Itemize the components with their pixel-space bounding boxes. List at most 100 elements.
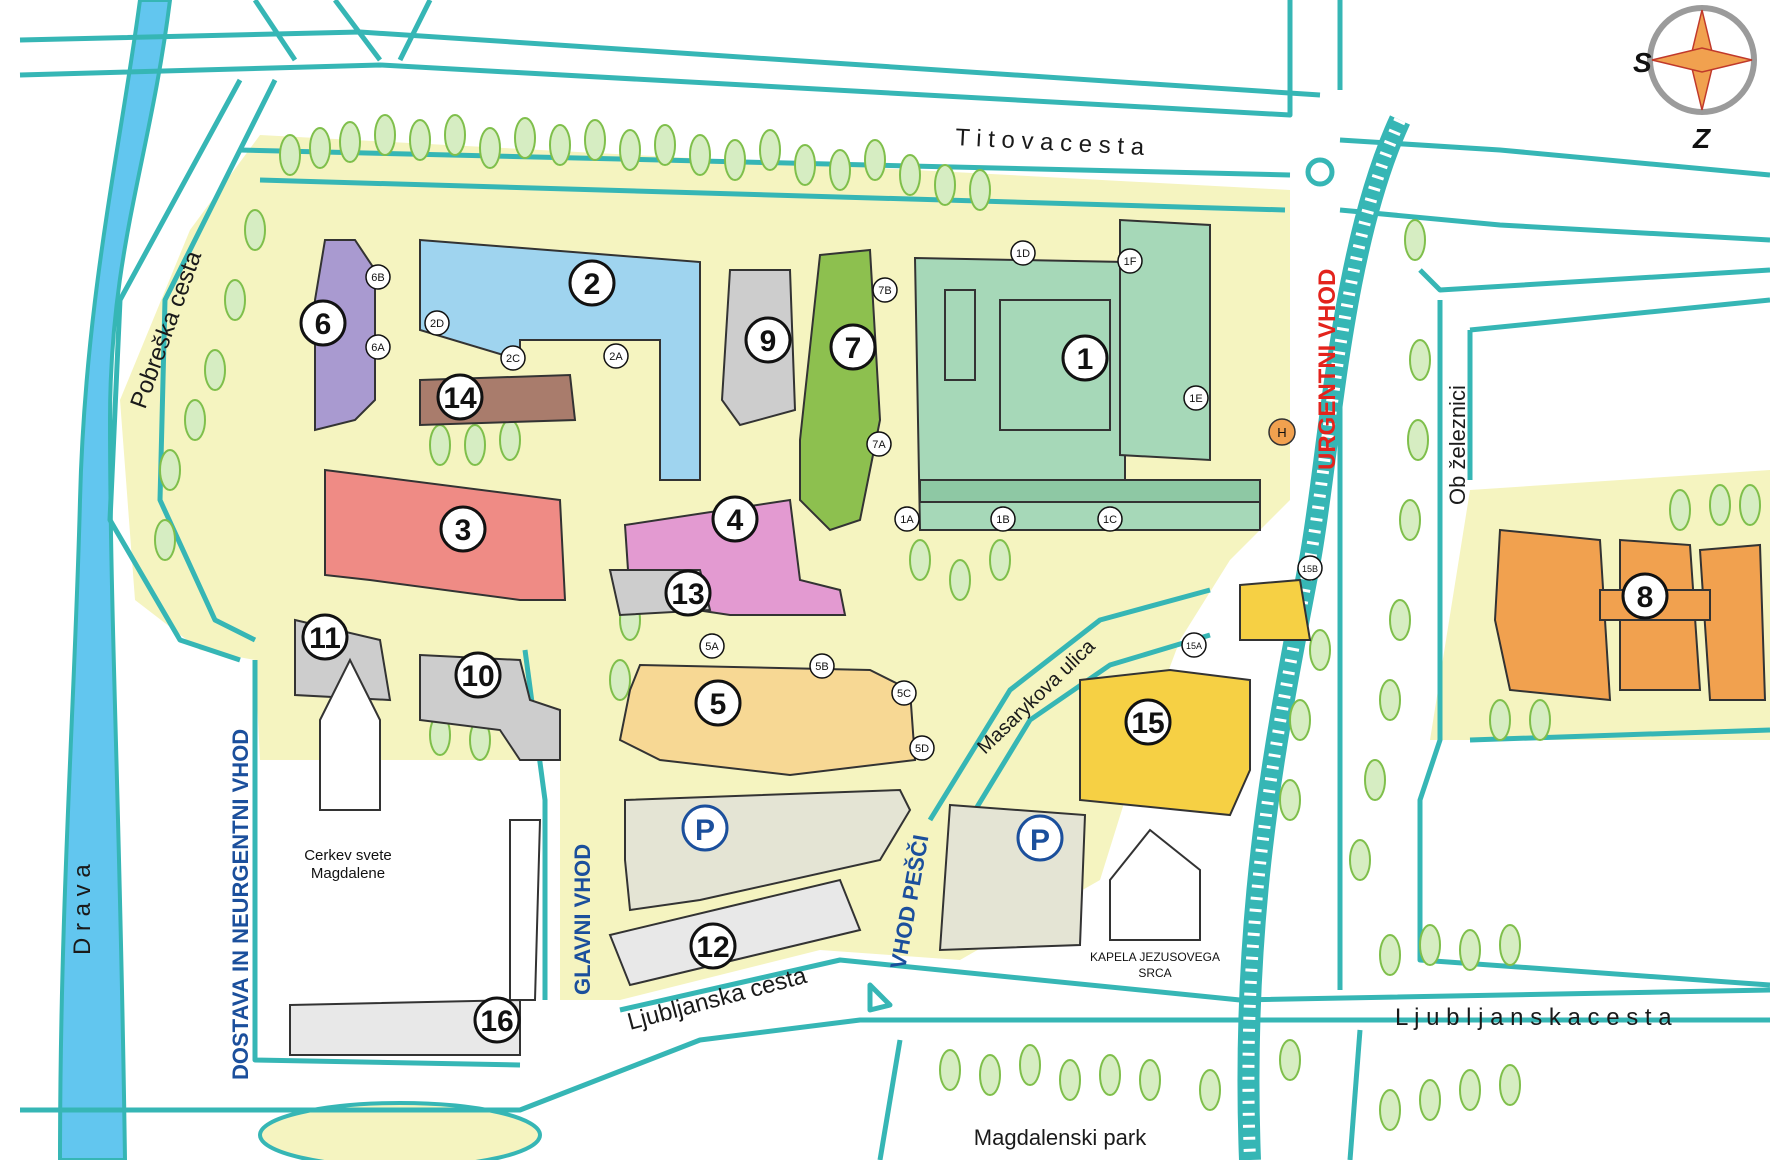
building-number-16[interactable]: 16: [473, 996, 521, 1044]
sub-label-text: 5B: [815, 661, 828, 673]
building-12[interactable]: [608, 878, 862, 987]
sub-label-text: 7A: [872, 439, 886, 451]
building-number-label: 12: [696, 931, 729, 964]
chapel-jezusovega-srca: [1109, 828, 1201, 941]
compass: S Z: [1633, 5, 1757, 154]
sub-label-text: 2D: [430, 318, 444, 330]
sub-label-text: 15B: [1302, 564, 1318, 574]
building-5[interactable]: [618, 663, 917, 777]
building-number-13[interactable]: 13: [664, 569, 712, 617]
building-number-3[interactable]: 3: [439, 505, 487, 553]
church-magdalene: [319, 657, 381, 811]
building-number-5[interactable]: 5: [694, 679, 742, 727]
building-number-10[interactable]: 10: [454, 651, 502, 699]
sub-label-7b[interactable]: 7B: [872, 277, 898, 303]
sub-label-text: 5C: [897, 688, 911, 700]
river-drava-label: D r a v a: [69, 864, 96, 955]
sub-label-1f[interactable]: 1F: [1117, 248, 1143, 274]
sub-label-6b[interactable]: 6B: [365, 264, 391, 290]
sub-label-7a[interactable]: 7A: [866, 431, 892, 457]
sub-label-text: 7B: [878, 285, 891, 297]
svg-text:H: H: [1277, 425, 1286, 440]
building-number-8[interactable]: 8: [1621, 572, 1669, 620]
sub-label-text: 1F: [1124, 256, 1137, 268]
entrance-urgentni: URGENTNI VHOD: [1314, 269, 1341, 470]
street-ljubljanska-right: L j u b l j a n s k a c e s t a: [1395, 1004, 1672, 1031]
building-number-9[interactable]: 9: [744, 316, 792, 364]
building-number-label: 6: [315, 308, 332, 341]
building-15b[interactable]: [1239, 578, 1312, 641]
sub-label-1a[interactable]: 1A: [894, 506, 920, 532]
building-number-label: 16: [480, 1005, 513, 1038]
building-10[interactable]: [419, 653, 561, 761]
park-label: Magdalenski park: [974, 1125, 1147, 1150]
building-16[interactable]: [289, 819, 542, 1056]
building-number-label: 2: [584, 268, 601, 301]
sub-label-text: 6B: [371, 272, 384, 284]
building-2[interactable]: [419, 238, 701, 481]
church-label-line1: Cerkev svete: [304, 847, 392, 864]
sub-label-text: 2A: [609, 351, 623, 363]
svg-text:P: P: [695, 814, 715, 847]
street-ob-zeleznici: Ob železnici: [1445, 385, 1470, 505]
sub-label-1c[interactable]: 1C: [1097, 506, 1123, 532]
building-number-7[interactable]: 7: [829, 323, 877, 371]
sub-label-5b[interactable]: 5B: [809, 653, 835, 679]
sub-label-5c[interactable]: 5C: [891, 680, 917, 706]
sub-label-text: 1E: [1189, 393, 1202, 405]
sub-label-text: 1D: [1016, 248, 1030, 260]
svg-text:P: P: [1030, 824, 1050, 857]
building-number-12[interactable]: 12: [689, 922, 737, 970]
building-number-label: 15: [1131, 707, 1164, 740]
sub-label-2c[interactable]: 2C: [500, 345, 526, 371]
entrance-glavni: GLAVNI VHOD: [570, 844, 595, 995]
building-number-label: 4: [727, 504, 744, 537]
building-number-15[interactable]: 15: [1124, 698, 1172, 746]
sub-label-15b[interactable]: 15B: [1297, 555, 1323, 581]
parking-marker-right: P: [1016, 814, 1064, 862]
compass-west-label: S: [1633, 47, 1652, 78]
building-number-14[interactable]: 14: [436, 373, 484, 421]
sub-label-text: 1B: [996, 514, 1009, 526]
building-number-label: 3: [455, 514, 472, 547]
church-label-line2: Magdalene: [311, 865, 385, 882]
building-15[interactable]: [1079, 668, 1251, 817]
sub-label-text: 2C: [506, 353, 520, 365]
compass-south-label: Z: [1692, 123, 1711, 154]
building-number-label: 7: [845, 332, 862, 365]
chapel-label-line2: SRCA: [1138, 966, 1171, 980]
building-number-label: 10: [461, 660, 494, 693]
sub-label-5a[interactable]: 5A: [699, 633, 725, 659]
parking-right[interactable]: [938, 803, 1087, 952]
building-number-2[interactable]: 2: [568, 259, 616, 307]
building-number-label: 5: [710, 688, 727, 721]
sub-label-text: 5A: [705, 641, 719, 653]
sub-label-15a[interactable]: 15A: [1181, 632, 1207, 658]
sub-label-1d[interactable]: 1D: [1010, 240, 1036, 266]
sub-label-text: 15A: [1186, 641, 1202, 651]
building-number-6[interactable]: 6: [299, 299, 347, 347]
sub-label-5d[interactable]: 5D: [909, 735, 935, 761]
roads: [19, 0, 1770, 1160]
sub-label-text: 1C: [1103, 514, 1117, 526]
sub-label-2a[interactable]: 2A: [603, 343, 629, 369]
building-number-label: 8: [1637, 581, 1654, 614]
sub-label-6a[interactable]: 6A: [365, 334, 391, 360]
building-8[interactable]: [1493, 528, 1767, 702]
building-number-label: 9: [760, 325, 777, 358]
sub-label-text: 1A: [900, 514, 914, 526]
building-number-1[interactable]: 1: [1061, 334, 1109, 382]
sub-label-1e[interactable]: 1E: [1183, 385, 1209, 411]
sub-labels: 1A 1B 1C 1D 1E 1F 2A 2C 2D 5A 5B 5C 5D 6A 6B 7A 7B 15A 15B: [365, 240, 1323, 761]
parking-marker-left: P: [681, 804, 729, 852]
sub-label-2d[interactable]: 2D: [424, 310, 450, 336]
street-titova: T i t o v a c e s t a: [955, 124, 1146, 161]
building-number-label: 1: [1077, 343, 1094, 376]
building-number-4[interactable]: 4: [711, 495, 759, 543]
building-7[interactable]: [799, 248, 882, 532]
entrance-dostava: DOSTAVA IN NEURGENTNI VHOD: [228, 729, 253, 1080]
sub-label-1b[interactable]: 1B: [990, 506, 1016, 532]
building-number-11[interactable]: 11: [301, 613, 349, 661]
